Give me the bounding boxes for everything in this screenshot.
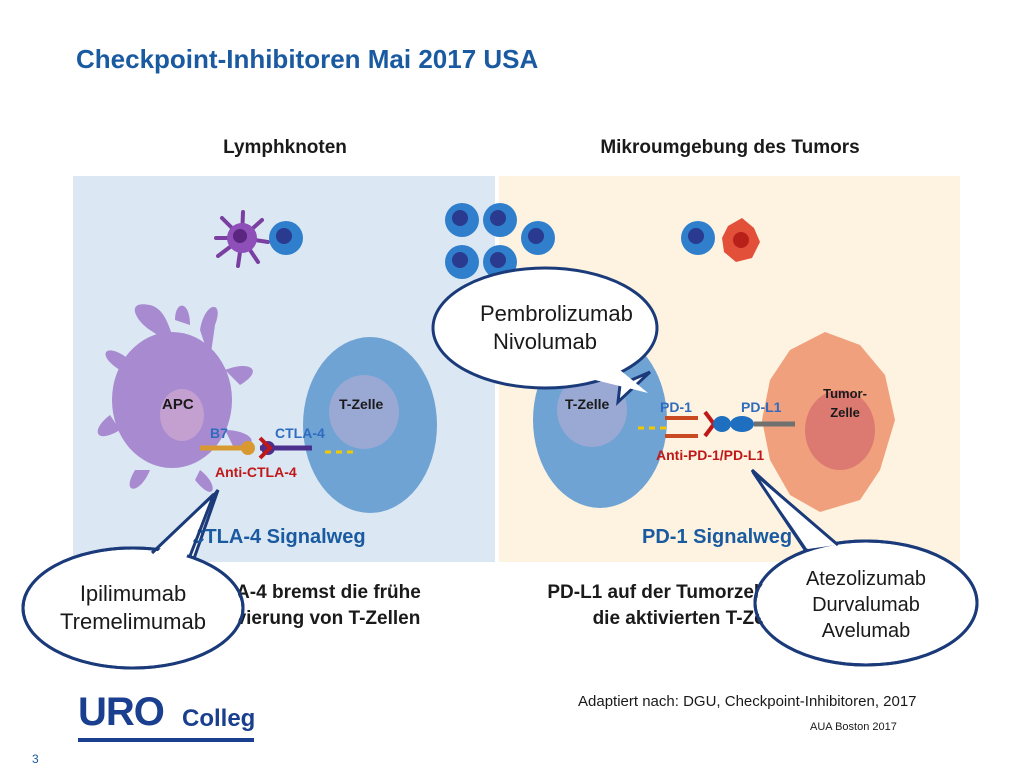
callout-left-text: Ipilimumab Tremelimumab xyxy=(38,580,228,636)
durvalumab-label: Durvalumab xyxy=(812,594,920,616)
callout-top-pd1 xyxy=(431,266,659,390)
t-cell-left-icon xyxy=(303,337,437,513)
tumor-cell-label-line2: Zelle xyxy=(830,405,860,420)
logo-underline xyxy=(78,738,254,742)
small-dendritic-cell-icon xyxy=(214,210,270,268)
ipilimumab-label: Ipilimumab xyxy=(79,581,187,606)
avelumab-label: Avelumab xyxy=(821,620,911,642)
pd1-pathway-title: PD-1 Signalweg xyxy=(642,526,793,548)
anti-ctla4-label: Anti-CTLA-4 xyxy=(215,464,297,480)
t-cell-cluster-icon xyxy=(445,203,555,279)
conference-label: AUA Boston 2017 xyxy=(810,721,897,733)
tumor-cell-icon xyxy=(762,332,895,512)
nivolumab-label: Nivolumab xyxy=(493,329,597,354)
tumor-cell-label-line1: Tumor- xyxy=(823,386,867,401)
b7-label: B7 xyxy=(210,425,228,441)
slide-title: Checkpoint-Inhibitoren Mai 2017 USA xyxy=(76,44,539,74)
ctla4-description-line2: Aktivierung von T-Zellen xyxy=(199,608,421,629)
t-cell-left-label: T-Zelle xyxy=(339,396,384,412)
pd1-label: PD-1 xyxy=(660,399,692,415)
small-tumor-cell-icon xyxy=(722,218,760,262)
small-t-cell-icon xyxy=(269,221,303,255)
source-citation: Adaptiert nach: DGU, Checkpoint-Inhibito… xyxy=(578,693,917,710)
callout-top-text: Pembrolizumab Nivolumab xyxy=(480,300,633,356)
ctla4-description-line1: CTLA-4 bremst die frühe xyxy=(199,582,421,603)
uro-colleg-logo-uro: URO xyxy=(78,690,165,734)
ctla4-description: CTLA-4 bremst die frühe Aktivierung von … xyxy=(180,580,440,632)
small-t-cell-right-icon xyxy=(681,221,715,255)
b7-ctla4-receptor-icon xyxy=(200,436,355,460)
atezolizumab-label: Atezolizumab xyxy=(805,568,927,590)
left-column-heading: Lymphknoten xyxy=(223,137,347,158)
apc-cell-icon xyxy=(97,304,253,492)
tremelimumab-label: Tremelimumab xyxy=(60,609,206,634)
ctla4-pathway-title: CTLA-4 Signalweg xyxy=(190,526,366,548)
callout-bottom-text: Atezolizumab Durvalumab Avelumab xyxy=(771,566,961,644)
pdl1-label: PD-L1 xyxy=(741,399,782,415)
right-column-heading: Mikroumgebung des Tumors xyxy=(600,137,860,158)
anti-pd1-pdl1-label: Anti-PD-1/PD-L1 xyxy=(656,447,765,463)
apc-label: APC xyxy=(162,396,194,413)
pembrolizumab-label: Pembrolizumab xyxy=(480,301,633,326)
pd1-pdl1-receptor-icon xyxy=(638,410,795,438)
t-cell-right-label: T-Zelle xyxy=(565,396,610,412)
slide-number: 3 xyxy=(32,752,39,766)
ctla4-label: CTLA-4 xyxy=(275,425,325,441)
pd1-description-line2: die aktivierten T-Zellen xyxy=(592,608,798,629)
uro-colleg-logo-colleg: Colleg xyxy=(182,705,256,732)
